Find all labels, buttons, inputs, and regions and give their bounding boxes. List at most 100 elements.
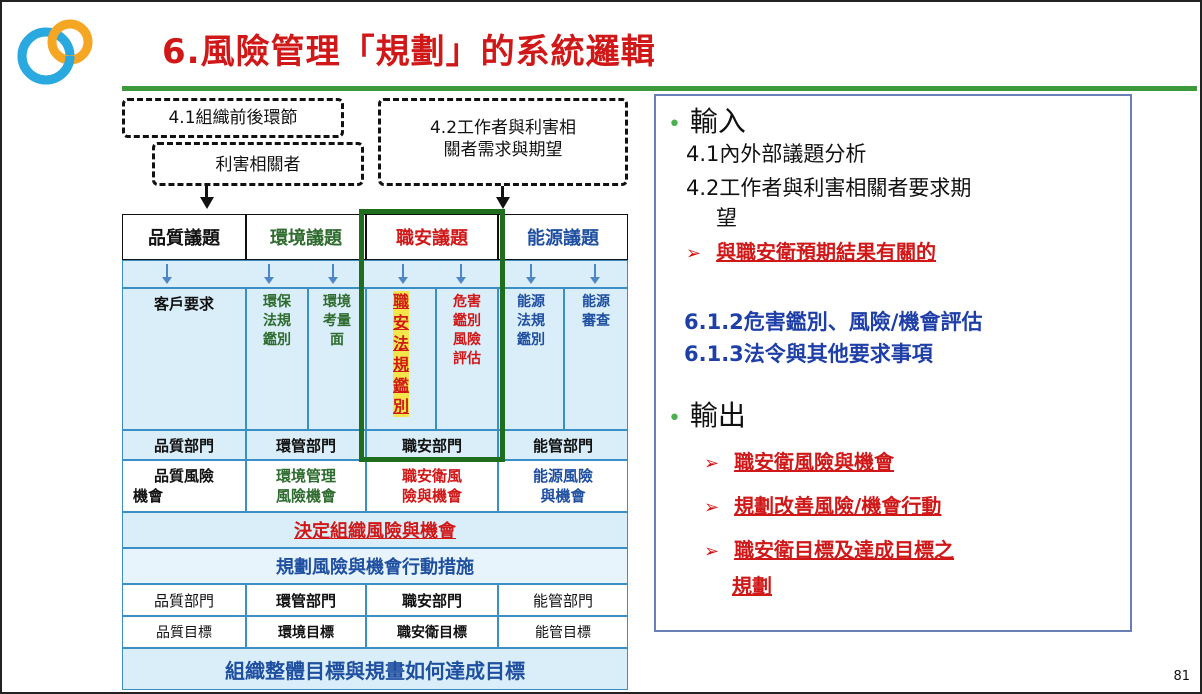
flow-arrow-icon xyxy=(162,264,172,284)
target-osh: 職安衛目標 xyxy=(366,616,498,648)
dept2-environment: 環管部門 xyxy=(246,584,366,616)
flow-arrow-icon xyxy=(264,264,274,284)
output-2-label: 規劃改善風險/機會行動 xyxy=(734,494,942,518)
env-aspects-3: 面 xyxy=(330,332,344,348)
risk-quality-2: 機會 xyxy=(133,487,164,505)
clause-613: 6.1.3法令與其他要求事項 xyxy=(684,342,933,366)
needs-label-line1: 4.2工作者與利害相 xyxy=(429,118,577,138)
input-highlight-line: ➢ 與職安衛預期結果有關的 xyxy=(686,236,936,265)
hazard-2: 鑑別 xyxy=(453,313,481,329)
col-env-regulation: 環保 法規 鑑別 xyxy=(246,288,308,430)
arrow-bullet-icon: ➢ xyxy=(704,497,720,518)
risk-quality-1: 品質風險 xyxy=(153,467,214,485)
output-item-2: ➢ 規劃改善風險/機會行動 xyxy=(704,490,941,519)
arrow-down-right-icon xyxy=(496,197,510,209)
risk-env-2: 風險機會 xyxy=(275,487,336,505)
stakeholders-label: 利害相關者 xyxy=(215,155,301,175)
header-quality: 品質議題 xyxy=(122,214,246,260)
arrow-bullet-icon: ➢ xyxy=(704,541,720,562)
overall-goal-row: 組織整體目標與規畫如何達成目標 xyxy=(122,648,628,690)
energy-review-1: 能源 xyxy=(582,294,610,310)
input-item-2-line1: 4.2工作者與利害相關者要求期 xyxy=(686,176,972,200)
arrow-strip xyxy=(122,260,628,288)
dept-environment: 環管部門 xyxy=(246,430,366,460)
input-highlight: 與職安衛預期結果有關的 xyxy=(716,240,937,264)
flow-arrow-icon xyxy=(328,264,338,284)
energy-reg-3: 鑑別 xyxy=(517,332,545,348)
flow-arrow-icon xyxy=(590,264,600,284)
risk-energy-2: 與機會 xyxy=(540,487,586,505)
output-heading: 輸出 xyxy=(689,399,746,432)
explanation-panel: • 輸入 4.1內外部議題分析 4.2工作者與利害相關者要求期 望 ➢ 與職安衛… xyxy=(654,94,1132,632)
flow-arrow-icon xyxy=(526,264,536,284)
needs-label-line2: 關者需求與期望 xyxy=(443,140,563,160)
col-energy-review: 能源 審查 xyxy=(564,288,628,430)
osh-reg-1: 職 xyxy=(392,291,409,312)
dept-quality: 品質部門 xyxy=(122,430,246,460)
risk-quality: 品質風險 機會 xyxy=(122,460,246,512)
arrow-bullet-icon: ➢ xyxy=(704,453,720,474)
risk-osh-2: 險與機會 xyxy=(401,487,462,505)
energy-reg-1: 能源 xyxy=(517,294,545,310)
dashed-box-needs: 4.2工作者與利害相 關者需求與期望 xyxy=(378,98,628,186)
target-quality: 品質目標 xyxy=(122,616,246,648)
input-item-1: 4.1內外部議題分析 xyxy=(686,142,867,166)
decide-risk-label: 決定組織風險與機會 xyxy=(294,521,456,542)
col-env-aspects: 環境 考量 面 xyxy=(308,288,366,430)
customer-requirement-label: 客戶要求 xyxy=(153,295,214,313)
decide-risk-row: 決定組織風險與機會 xyxy=(122,512,628,548)
input-heading: 輸入 xyxy=(689,105,746,138)
input-heading-line: • 輸入 xyxy=(668,100,746,140)
output-3-label-line2: 規劃 xyxy=(732,574,772,598)
bullet-icon: • xyxy=(668,406,681,431)
col-hazard-identification: 危害 鑑別 風險 評估 xyxy=(436,288,498,430)
hazard-4: 評估 xyxy=(453,351,481,367)
flow-arrow-icon xyxy=(456,264,466,284)
dashed-box-stakeholders: 利害相關者 xyxy=(152,142,364,186)
env-aspects-1: 環境 xyxy=(323,294,351,310)
col-energy-regulation: 能源 法規 鑑別 xyxy=(498,288,564,430)
arrow-stem-left xyxy=(205,186,208,198)
energy-reg-2: 法規 xyxy=(517,313,545,329)
osh-highlight-frame xyxy=(359,209,505,462)
risk-environment: 環境管理 風險機會 xyxy=(246,460,366,512)
dept2-osh: 職安部門 xyxy=(366,584,498,616)
dept-osh: 職安部門 xyxy=(366,430,498,460)
osh-reg-4: 規 xyxy=(392,354,409,375)
hazard-1: 危害 xyxy=(453,294,481,310)
output-item-1: ➢ 職安衛風險與機會 xyxy=(704,446,894,475)
dept2-energy: 能管部門 xyxy=(498,584,628,616)
header-energy: 能源議題 xyxy=(498,214,628,260)
dept2-quality: 品質部門 xyxy=(122,584,246,616)
col-osh-regulation: 職 安 法 規 鑑 別 xyxy=(366,288,436,430)
risk-env-1: 環境管理 xyxy=(275,467,336,485)
env-regulation-2: 法規 xyxy=(263,313,291,329)
output-3-label-line1: 職安衛目標及達成目標之 xyxy=(734,538,955,562)
target-energy: 能管目標 xyxy=(498,616,628,648)
risk-energy-1: 能源風險 xyxy=(532,467,593,485)
header-osh: 職安議題 xyxy=(366,214,498,260)
arrow-bullet-icon: ➢ xyxy=(686,243,702,264)
bullet-icon: • xyxy=(668,112,681,137)
osh-reg-2: 安 xyxy=(392,312,409,333)
input-item-2-line2: 望 xyxy=(716,206,737,230)
clause-612: 6.1.2危害鑑別、風險/機會評估 xyxy=(684,310,983,334)
title-underline xyxy=(122,86,1197,91)
context-label: 4.1組織前後環節 xyxy=(168,108,298,128)
header-environment: 環境議題 xyxy=(246,214,366,260)
env-regulation-3: 鑑別 xyxy=(263,332,291,348)
env-aspects-2: 考量 xyxy=(323,313,351,329)
energy-review-2: 審查 xyxy=(582,313,610,329)
col-customer-requirement: 客戶要求 xyxy=(122,288,246,430)
plan-actions-row: 規劃風險與機會行動措施 xyxy=(122,548,628,584)
osh-reg-3: 法 xyxy=(392,333,409,354)
arrow-down-left-icon xyxy=(200,197,214,209)
logo-icon xyxy=(17,19,93,85)
output-heading-line: • 輸出 xyxy=(668,394,746,434)
hazard-3: 風險 xyxy=(453,332,481,348)
dashed-box-context: 4.1組織前後環節 xyxy=(122,98,344,138)
target-environment: 環境目標 xyxy=(246,616,366,648)
output-item-3: ➢ 職安衛目標及達成目標之 xyxy=(704,534,954,563)
page-title: 6.風險管理「規劃」的系統邏輯 xyxy=(162,32,656,72)
